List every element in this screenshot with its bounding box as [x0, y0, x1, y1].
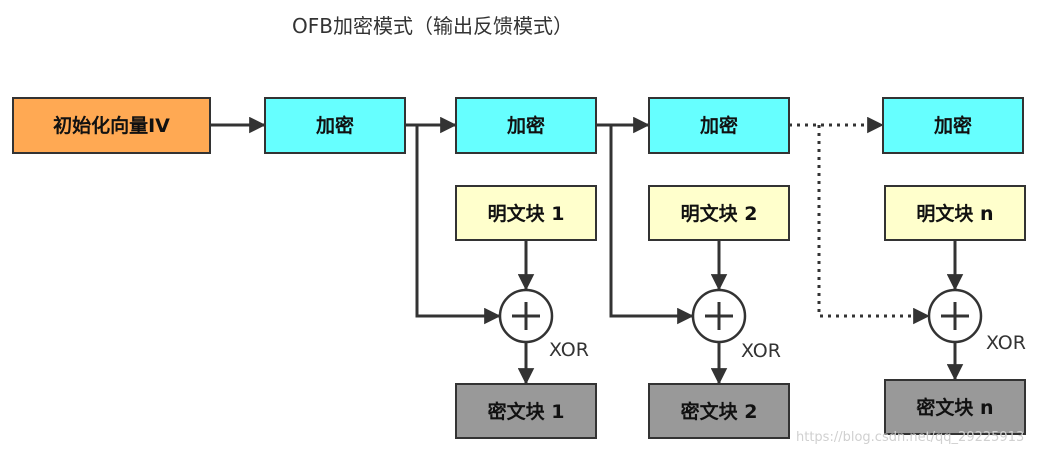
xor-symbol-1: XOR [498, 288, 589, 361]
xor-symbol-2: XOR [691, 288, 781, 362]
encrypt-box-4: 加密 [882, 97, 1024, 154]
encrypt-box-2-rect [455, 97, 597, 154]
xor-label-2: XOR [741, 340, 781, 362]
encrypt-box-1-label: 加密 [315, 114, 354, 137]
plaintext-box-2-label: 明文块 2 [681, 202, 758, 225]
encrypt-box-3-label: 加密 [699, 114, 738, 137]
encrypt-box-2-label: 加密 [506, 114, 545, 137]
encrypt-box-2: 加密 [455, 97, 597, 154]
iv-box-rect [12, 97, 211, 154]
encrypt-box-4-rect [882, 97, 1024, 154]
ciphertext-box-n-rect [884, 379, 1026, 435]
feed-encrypt-2-to-xor-2 [609, 125, 694, 325]
plaintext-box-n-rect [884, 185, 1026, 241]
diagram-title: OFB加密模式（输出反馈模式） [292, 14, 573, 38]
ciphertext-box-1-rect [455, 383, 597, 439]
ciphertext-box-2: 密文块 2 [648, 383, 790, 439]
encrypt-box-1-rect [264, 97, 406, 154]
xor-symbol-n: XOR [927, 288, 1026, 354]
ciphertext-box-n-label: 密文块 n [916, 396, 993, 419]
xor-label-1: XOR [549, 339, 589, 361]
plaintext-box-2: 明文块 2 [648, 185, 790, 241]
ciphertext-box-2-label: 密文块 2 [681, 400, 758, 423]
encrypt-box-4-label: 加密 [933, 114, 972, 137]
iv-box-label: 初始化向量IV [53, 114, 170, 137]
ciphertext-box-1-label: 密文块 1 [488, 400, 565, 423]
plaintext-box-n: 明文块 n [884, 185, 1026, 241]
ciphertext-box-1: 密文块 1 [455, 383, 597, 439]
plaintext-box-n-label: 明文块 n [916, 202, 993, 225]
plaintext-box-1: 明文块 1 [455, 185, 597, 241]
watermark-text: https://blog.csdn.net/qq_29225913 [796, 430, 1024, 445]
feed-encrypt-1-to-xor-1 [415, 125, 501, 325]
ciphertext-box-2-rect [648, 383, 790, 439]
iv-box: 初始化向量IV [12, 97, 211, 154]
encrypt-box-3: 加密 [648, 97, 790, 154]
xor-label-n: XOR [986, 332, 1026, 354]
ciphertext-box-n: 密文块 n [884, 379, 1026, 435]
encrypt-box-1: 加密 [264, 97, 406, 154]
plaintext-box-1-label: 明文块 1 [488, 202, 565, 225]
plaintext-box-1-rect [455, 185, 597, 241]
